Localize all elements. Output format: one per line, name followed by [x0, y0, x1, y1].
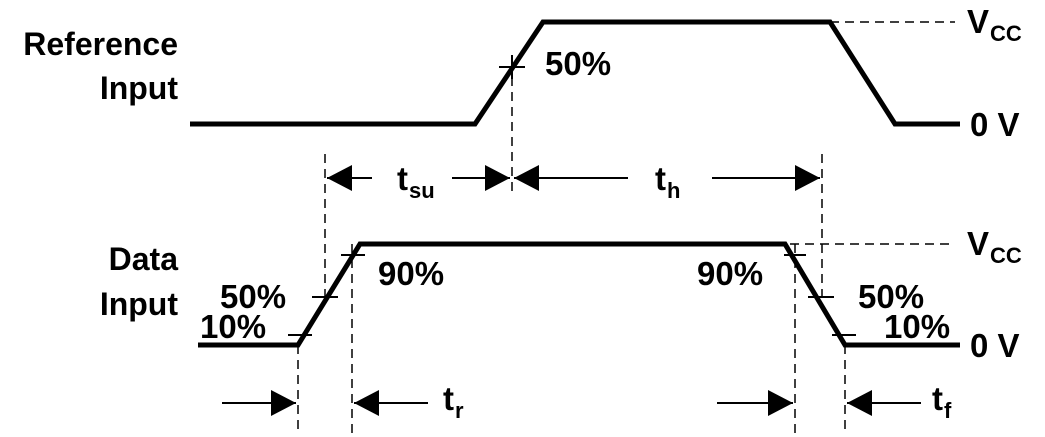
tf-arrow-left-head — [768, 390, 793, 416]
reference-input-label: Reference Input — [23, 26, 178, 106]
zero-ref-label: 0 V — [970, 106, 1020, 143]
timing-labels: tsu th tr tf — [397, 160, 952, 423]
zero-data-label: 0 V — [970, 327, 1020, 364]
tr-arrow-left-head — [271, 390, 296, 416]
vcc-ref-sub: CC — [990, 21, 1022, 46]
vcc-data-label: VCC — [967, 225, 1022, 268]
level-labels: VCC 0 V VCC 0 V — [967, 3, 1022, 364]
reference-label-line2: Input — [100, 70, 179, 106]
data-fall-10-label: 10% — [884, 308, 950, 345]
data-fall-90-label: 90% — [697, 255, 763, 292]
data-label-line1: Data — [109, 241, 179, 277]
tsu-arrow-left-head — [327, 165, 352, 191]
data-rise-90-label: 90% — [378, 255, 444, 292]
vcc-data-sub: CC — [990, 243, 1022, 268]
vcc-ref-label: VCC — [967, 3, 1022, 46]
tsu-sub: su — [409, 178, 435, 203]
threshold-ticks — [288, 55, 856, 336]
data-fall-50-label: 50% — [858, 278, 924, 315]
reference-label-line1: Reference — [23, 26, 178, 62]
tf-arrow-right-head — [847, 390, 872, 416]
tr-main: t — [443, 380, 454, 417]
tsu-label: tsu — [397, 160, 435, 203]
tsu-main: t — [397, 160, 408, 197]
data-input-label: Data Input — [100, 241, 179, 322]
tr-label: tr — [443, 380, 464, 423]
data-waveform — [198, 241, 960, 348]
th-arrow-left-head — [514, 165, 539, 191]
guide-lines — [297, 21, 955, 434]
vcc-ref-main: V — [967, 3, 989, 40]
th-arrow-right-head — [795, 165, 820, 191]
tf-label: tf — [932, 380, 952, 423]
percent-labels: 50% 90% 50% 10% 90% 50% 10% — [200, 45, 950, 345]
data-rise-50-label: 50% — [220, 278, 286, 315]
tf-main: t — [932, 380, 943, 417]
th-sub: h — [667, 178, 680, 203]
tr-arrow-right-head — [354, 390, 379, 416]
vcc-data-main: V — [967, 225, 989, 262]
tf-sub: f — [944, 398, 952, 423]
tr-sub: r — [455, 398, 464, 423]
ref-50-label: 50% — [545, 45, 611, 82]
data-rise-10-label: 10% — [200, 308, 266, 345]
th-main: t — [655, 160, 666, 197]
th-label: th — [655, 160, 680, 203]
reference-waveform — [190, 19, 960, 127]
tsu-arrow-right-head — [485, 165, 510, 191]
timing-arrows — [222, 165, 921, 416]
data-label-line2: Input — [100, 286, 179, 322]
